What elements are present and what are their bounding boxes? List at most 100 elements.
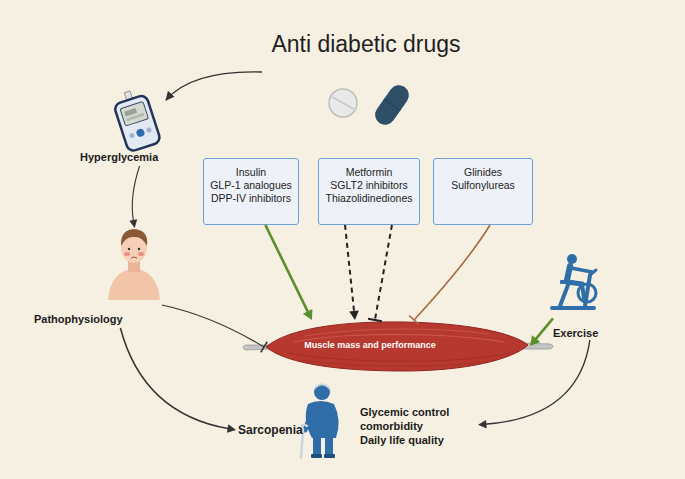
inhibition-bar bbox=[261, 342, 267, 353]
title-arrow-part bbox=[166, 72, 262, 100]
connector bbox=[265, 225, 312, 320]
drug-name: Sulfonylureas bbox=[434, 179, 532, 192]
exercise-bike-icon-part bbox=[578, 284, 596, 302]
connector bbox=[409, 225, 490, 324]
connector-line bbox=[414, 225, 490, 320]
connector-line bbox=[265, 225, 308, 313]
elderly-person-icon-part bbox=[305, 412, 312, 430]
node-label: Daily life quality bbox=[360, 433, 444, 447]
patient-icon-part bbox=[138, 248, 140, 250]
muscle-part bbox=[266, 322, 528, 371]
drug-class-box: GlinidesSulfonylureas bbox=[433, 158, 533, 225]
muscle-part bbox=[288, 353, 510, 361]
drug-name: SGLT2 inhibitors bbox=[319, 179, 419, 192]
patient-icon-part bbox=[124, 252, 130, 256]
connector-line bbox=[375, 225, 392, 320]
connector bbox=[345, 225, 359, 320]
diagram-title: Anti diabetic drugs bbox=[216, 31, 516, 58]
connector bbox=[129, 166, 139, 228]
connector-line bbox=[132, 166, 139, 222]
exercise-bike-icon-part bbox=[571, 268, 592, 272]
pill-icon-part bbox=[329, 89, 357, 117]
exercise-bike-icon-part bbox=[550, 306, 596, 310]
glucometer-icon-part bbox=[124, 108, 137, 116]
glucometer-icon-part bbox=[146, 127, 152, 133]
drug-name: Glinides bbox=[434, 166, 532, 179]
glucometer-icon-part bbox=[129, 132, 135, 138]
drug-name: Metformin bbox=[319, 166, 419, 179]
exercise-bike-icon-part bbox=[567, 254, 577, 264]
connector-line bbox=[162, 305, 264, 347]
pill-icon-part bbox=[332, 97, 354, 109]
drug-class-box: MetforminSGLT2 inhibitorsThiazolidinedio… bbox=[318, 158, 420, 225]
title-arrow bbox=[166, 72, 262, 100]
connector-line bbox=[535, 318, 553, 340]
patient-icon-part bbox=[108, 268, 160, 300]
connector-line bbox=[345, 225, 354, 313]
outcome-node: Sarcopenia bbox=[236, 380, 351, 460]
node-label: comorbidity bbox=[360, 419, 423, 433]
node-label: Exercise bbox=[553, 326, 598, 340]
drug-name: DPP-IV inhibitors bbox=[204, 192, 298, 205]
patient-icon-part bbox=[121, 229, 147, 246]
elderly-person-icon-part bbox=[324, 454, 335, 458]
elderly-person-icon bbox=[301, 384, 339, 458]
muscle-shape: Muscle mass and performance bbox=[264, 320, 530, 372]
intervention-node: Exercise bbox=[553, 250, 608, 340]
symptom-node: Hyperglycemia bbox=[78, 96, 170, 166]
connector bbox=[162, 305, 267, 352]
patient-icon-part bbox=[128, 248, 130, 250]
pill-icon-part-part bbox=[371, 81, 413, 129]
exercise-bike-icon-part bbox=[567, 282, 582, 284]
connector bbox=[120, 328, 236, 433]
muscle-part bbox=[300, 360, 496, 366]
arrowhead bbox=[349, 311, 359, 320]
drug-name: Thiazolidinediones bbox=[319, 192, 419, 205]
pill-icon bbox=[329, 81, 413, 129]
muscle-label: Muscle mass and performance bbox=[300, 340, 440, 351]
patient-icon bbox=[108, 229, 160, 300]
pill-icon-part bbox=[371, 81, 413, 129]
arrowhead bbox=[129, 219, 137, 228]
glucometer-icon-part bbox=[120, 101, 148, 126]
connector bbox=[530, 318, 553, 346]
glucometer-icon-part bbox=[126, 113, 144, 121]
arrowhead bbox=[478, 420, 487, 428]
elderly-person-icon-part bbox=[314, 385, 330, 390]
inhibition-bar bbox=[409, 316, 419, 325]
condition-node: Pathophysiology bbox=[32, 228, 162, 328]
drug-name: GLP-1 analogues bbox=[204, 179, 298, 192]
node-label: Sarcopenia bbox=[238, 423, 303, 437]
exercise-bike-icon-part bbox=[560, 285, 568, 306]
connector bbox=[478, 340, 590, 428]
glucometer-icon bbox=[111, 87, 161, 153]
inhibition-bar bbox=[368, 319, 382, 321]
muscle-part bbox=[304, 329, 489, 336]
elderly-person-icon-part bbox=[313, 436, 321, 456]
drug-name: Insulin bbox=[204, 166, 298, 179]
elderly-person-icon-part bbox=[325, 436, 333, 456]
connector-line bbox=[485, 340, 590, 424]
drug-class-box: InsulinGLP-1 analoguesDPP-IV inhibitors bbox=[203, 158, 299, 225]
pill-icon-part-part bbox=[384, 99, 400, 110]
node-label: Pathophysiology bbox=[34, 312, 123, 326]
elderly-person-icon-part bbox=[306, 401, 339, 438]
glucometer-icon-part bbox=[135, 128, 145, 138]
connector bbox=[368, 225, 392, 321]
connector-line bbox=[120, 328, 229, 429]
arrowhead bbox=[227, 424, 236, 433]
patient-icon-part bbox=[138, 252, 144, 256]
node-label: Hyperglycemia bbox=[80, 150, 158, 164]
outcome-list: Glycemic controlcomorbidityDaily life qu… bbox=[358, 405, 478, 450]
glucometer-icon-part bbox=[113, 94, 161, 152]
arrowhead bbox=[303, 309, 313, 320]
elderly-person-icon-part bbox=[311, 454, 322, 458]
patient-icon-part bbox=[131, 257, 137, 258]
arrowhead bbox=[530, 335, 540, 346]
exercise-bike-icon-part bbox=[582, 284, 584, 298]
elderly-person-icon-part bbox=[314, 384, 330, 400]
exercise-bike-icon bbox=[550, 254, 596, 310]
